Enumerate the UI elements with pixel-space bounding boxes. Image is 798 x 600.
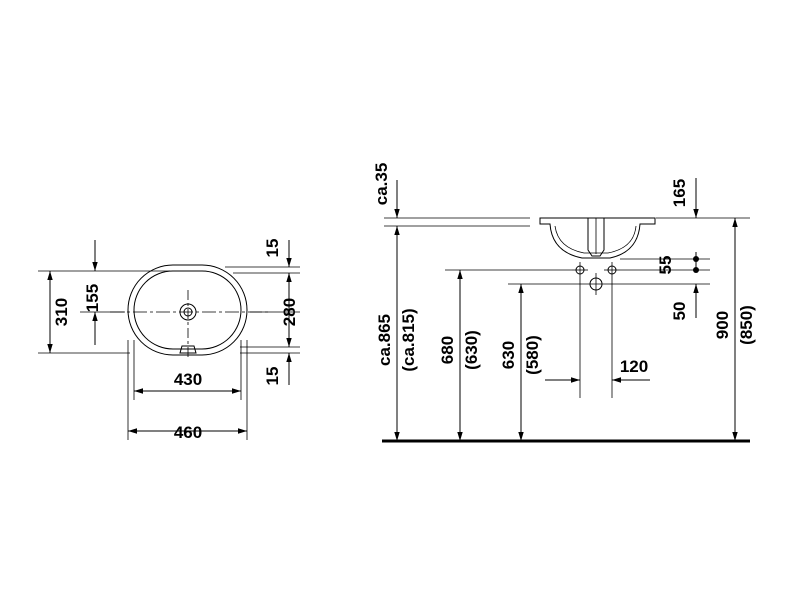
dim-155-label: 155 bbox=[83, 284, 102, 312]
dim-310-label: 310 bbox=[52, 298, 71, 326]
dim-ca865-alt-label: (ca.815) bbox=[399, 308, 418, 371]
dim-ca865-label: ca.865 bbox=[375, 314, 394, 366]
dim-460-label: 460 bbox=[174, 423, 202, 442]
basin-inner-outline bbox=[133, 270, 242, 350]
dim-ca35-label: ca.35 bbox=[372, 163, 391, 206]
basin-section-inner bbox=[554, 225, 637, 254]
side-view: ca.35 ca.865 (ca.815) 680 (630) 630 (580… bbox=[372, 163, 756, 443]
dim-280-label: 280 bbox=[280, 298, 299, 326]
top-view: 310 155 15 280 15 430 460 bbox=[38, 239, 300, 442]
dim-630-label: 630 bbox=[499, 341, 518, 369]
dim-165-label: 165 bbox=[670, 179, 689, 207]
dim-630-alt-label: (580) bbox=[523, 335, 542, 375]
basin-section-outline bbox=[539, 217, 656, 259]
dim-55-dot-bottom bbox=[693, 267, 699, 273]
overflow-slot bbox=[179, 345, 197, 354]
dim-120-label: 120 bbox=[620, 357, 648, 376]
dim-680-alt-label: (630) bbox=[462, 330, 481, 370]
dim-900-label: 900 bbox=[713, 311, 732, 339]
dim-50-label: 50 bbox=[670, 302, 689, 321]
dim-900-alt-label: (850) bbox=[737, 305, 756, 345]
basin-outer-outline bbox=[127, 264, 248, 356]
dim-55-dot-top bbox=[693, 256, 699, 262]
dim-15-top-label: 15 bbox=[263, 239, 282, 258]
dim-430-label: 430 bbox=[174, 370, 202, 389]
dim-680-label: 680 bbox=[438, 336, 457, 364]
overflow-channel bbox=[587, 217, 605, 257]
dim-55-label: 55 bbox=[656, 256, 675, 275]
dim-15-bottom-label: 15 bbox=[263, 367, 282, 386]
